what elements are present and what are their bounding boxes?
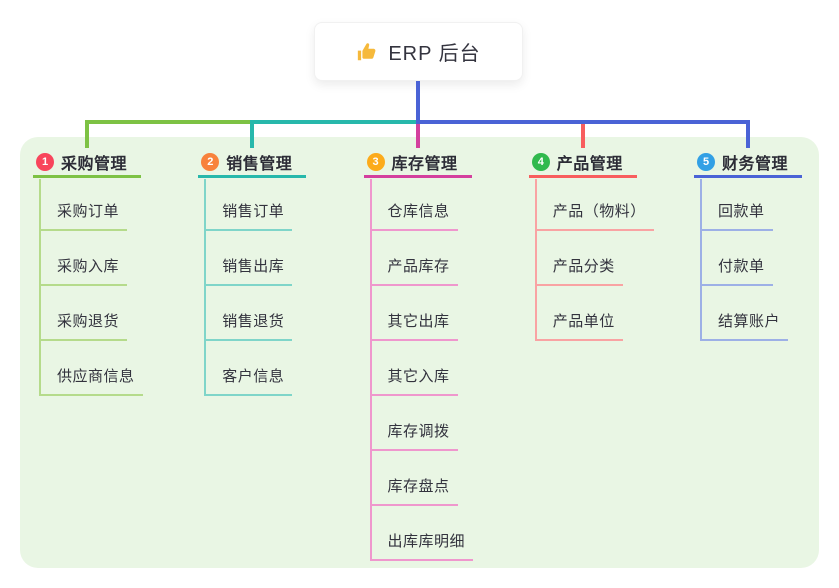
branch-drop-line [250, 120, 255, 148]
child-node[interactable]: 出库库明细 [369, 532, 474, 561]
branch-tree-line [534, 179, 537, 341]
child-node[interactable]: 其它入库 [369, 367, 458, 396]
branch-drop-line [85, 120, 89, 148]
child-node[interactable]: 回款单 [700, 202, 773, 231]
child-node[interactable]: 采购退货 [39, 312, 128, 341]
child-node[interactable]: 产品库存 [369, 257, 458, 286]
branch-number-badge: 3 [366, 153, 385, 171]
branch-label: 财务管理 [722, 156, 789, 173]
branch-number-badge: 5 [697, 153, 715, 171]
child-node[interactable]: 产品单位 [534, 312, 623, 341]
branch-tree-line [700, 179, 702, 341]
branch-drop-line [580, 120, 585, 148]
child-node[interactable]: 付款单 [700, 257, 773, 286]
branch-number-badge: 1 [36, 153, 54, 171]
branch-label: 库存管理 [391, 156, 458, 173]
branch-drop-line [746, 120, 750, 148]
branch-node-3[interactable]: 3 库存管理 [363, 149, 472, 178]
branch-tree-line [369, 179, 372, 561]
branch-number-badge: 4 [531, 153, 550, 171]
child-node[interactable]: 库存盘点 [369, 477, 458, 506]
thumbs-up-icon [356, 41, 378, 63]
child-node[interactable]: 结算账户 [700, 312, 789, 341]
branch-tree-line [204, 179, 207, 396]
branch-node-1[interactable]: 1 采购管理 [33, 149, 141, 178]
child-node[interactable]: 其它出库 [369, 312, 458, 341]
child-node[interactable]: 供应商信息 [39, 367, 143, 396]
branch-node-2[interactable]: 2 销售管理 [198, 149, 307, 178]
branch-label: 销售管理 [226, 156, 293, 173]
child-node[interactable]: 采购订单 [39, 202, 128, 231]
root-stem-line [415, 81, 420, 124]
branch-tree-line [39, 179, 41, 396]
child-node[interactable]: 销售退货 [204, 312, 293, 341]
root-label: ERP 后台 [388, 43, 481, 65]
branch-number-badge: 2 [201, 153, 220, 171]
child-node[interactable]: 产品分类 [534, 257, 623, 286]
branches-panel [20, 137, 819, 568]
branch-node-5[interactable]: 5 财务管理 [694, 149, 802, 178]
bus-segment-left [85, 120, 251, 124]
bus-segment-right [419, 120, 750, 124]
child-node[interactable]: 采购入库 [39, 257, 128, 286]
root-node[interactable]: ERP 后台 [314, 22, 523, 81]
child-node[interactable]: 客户信息 [204, 367, 293, 396]
bus-segment-mid [254, 120, 416, 124]
branch-drop-line [415, 120, 420, 148]
branch-label: 产品管理 [556, 156, 623, 173]
child-node[interactable]: 库存调拨 [369, 422, 458, 451]
child-node[interactable]: 销售出库 [204, 257, 293, 286]
child-node[interactable]: 仓库信息 [369, 202, 458, 231]
child-node[interactable]: 销售订单 [204, 202, 293, 231]
branch-label: 采购管理 [61, 156, 128, 173]
branch-node-4[interactable]: 4 产品管理 [528, 149, 637, 178]
child-node[interactable]: 产品（物料） [534, 202, 654, 231]
